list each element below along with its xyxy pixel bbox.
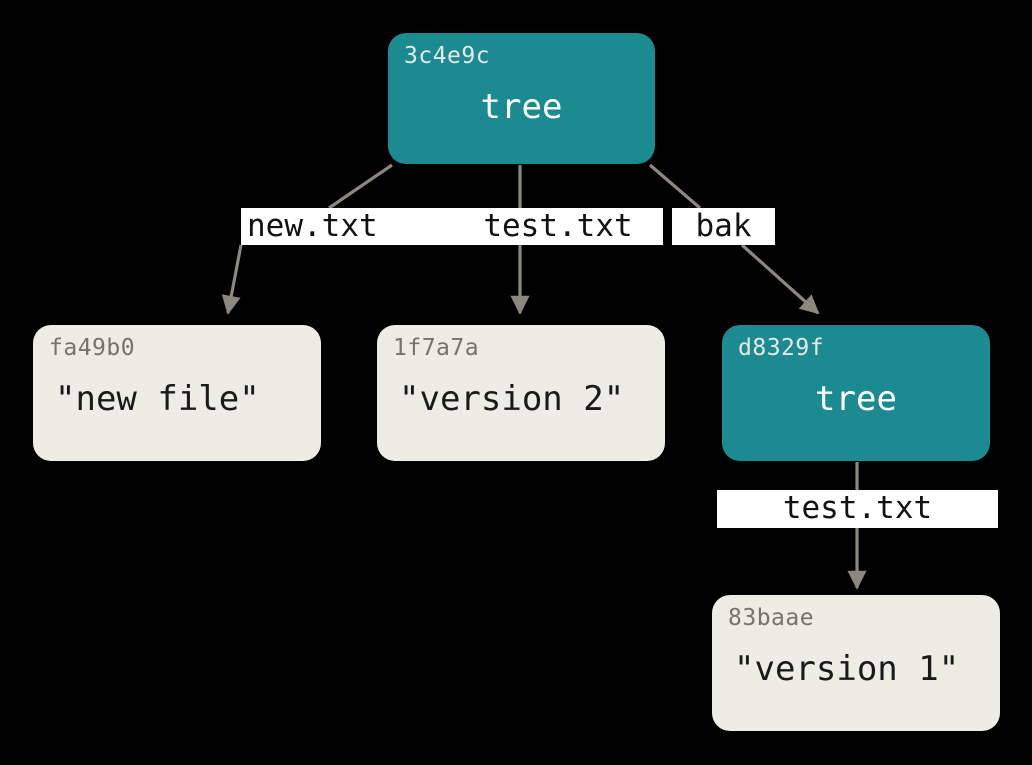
node-hash: 1f7a7a	[393, 335, 480, 361]
node-body: "version 2"	[399, 379, 625, 419]
node-sub-tree[interactable]: d8329f tree	[722, 325, 990, 461]
node-hash: 83baae	[728, 605, 815, 631]
node-body: "new file"	[55, 379, 260, 419]
node-root-tree[interactable]: 3c4e9c tree	[388, 33, 655, 164]
node-blob-version-1[interactable]: 83baae "version 1"	[712, 595, 1000, 731]
node-hash: fa49b0	[49, 335, 136, 361]
edge-label-bak: bak	[672, 208, 775, 245]
node-body: "version 1"	[734, 649, 960, 689]
node-hash: 3c4e9c	[404, 43, 491, 69]
node-hash: d8329f	[738, 335, 825, 361]
node-blob-new-file[interactable]: fa49b0 "new file"	[33, 325, 321, 461]
node-body: tree	[815, 379, 897, 419]
node-body: tree	[480, 87, 563, 127]
edge-label-test-txt-sub: test.txt	[717, 490, 998, 528]
edge-label-new-txt: new.txt	[241, 208, 453, 245]
edge-label-test-txt-top: test.txt	[453, 208, 663, 245]
node-blob-version-2[interactable]: 1f7a7a "version 2"	[377, 325, 665, 461]
